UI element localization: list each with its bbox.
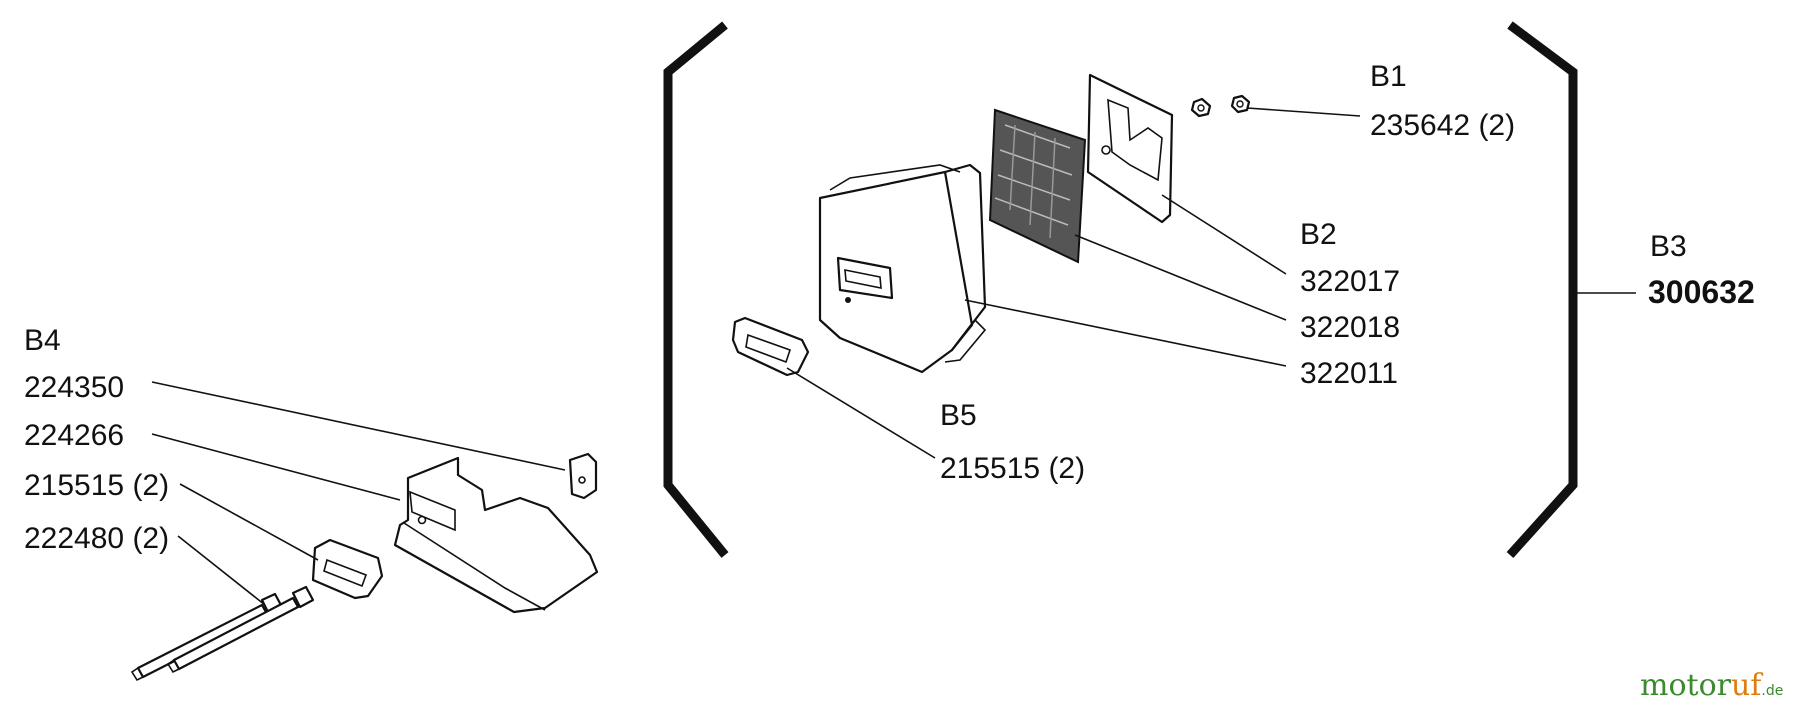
- b2-leader-line-a: [1161, 194, 1287, 275]
- deflector-plate: [1086, 73, 1174, 224]
- gasket-b5: [731, 316, 810, 377]
- part-number-b5: 215515 (2): [940, 452, 1085, 485]
- heat-shield: [393, 456, 599, 614]
- b2-leader-line-c: [964, 299, 1287, 367]
- left-bracket: [663, 21, 729, 558]
- watermark-logo: motoruf.de: [1640, 668, 1783, 703]
- watermark-tld: .de: [1761, 683, 1783, 699]
- part-number-b4-c: 215515 (2): [24, 469, 169, 502]
- right-bracket: [1506, 21, 1578, 559]
- part-number-b4-d: 222480 (2): [24, 522, 169, 555]
- part-number-b2-a: 322017: [1300, 265, 1400, 298]
- part-number-b3: 300632: [1648, 274, 1755, 310]
- label-b3: B3: [1650, 230, 1687, 263]
- watermark-brand-b: uf: [1731, 668, 1763, 703]
- gasket-b4: [311, 538, 384, 600]
- part-number-b1: 235642 (2): [1370, 109, 1515, 142]
- bracket-clip: [568, 452, 598, 500]
- muffler-body: [818, 163, 987, 374]
- label-b5: B5: [940, 399, 977, 432]
- b5-leader-line: [786, 367, 936, 459]
- long-bolts: [130, 585, 315, 682]
- part-number-b2-c: 322011: [1300, 357, 1398, 390]
- part-number-b4-b: 224266: [24, 419, 124, 452]
- label-b4: B4: [24, 324, 61, 357]
- svg-text:motoruf.de: motoruf.de: [1640, 668, 1783, 703]
- b4-leader-line-a: [151, 381, 566, 471]
- watermark-brand-a: motor: [1640, 668, 1732, 703]
- b2-leader-line-b: [1074, 234, 1287, 321]
- label-b2: B2: [1300, 218, 1337, 251]
- spark-arrestor-screen: [988, 108, 1087, 264]
- part-number-b4-a: 224350: [24, 371, 124, 404]
- b4-leader-line-b: [151, 433, 401, 501]
- b1-leader-line: [1246, 107, 1361, 117]
- b4-leader-line-d: [177, 535, 266, 606]
- label-b1: B1: [1370, 60, 1407, 93]
- hex-nuts: [1190, 94, 1251, 118]
- part-number-b2-b: 322018: [1300, 311, 1400, 344]
- b4-leader-line-c: [179, 483, 319, 561]
